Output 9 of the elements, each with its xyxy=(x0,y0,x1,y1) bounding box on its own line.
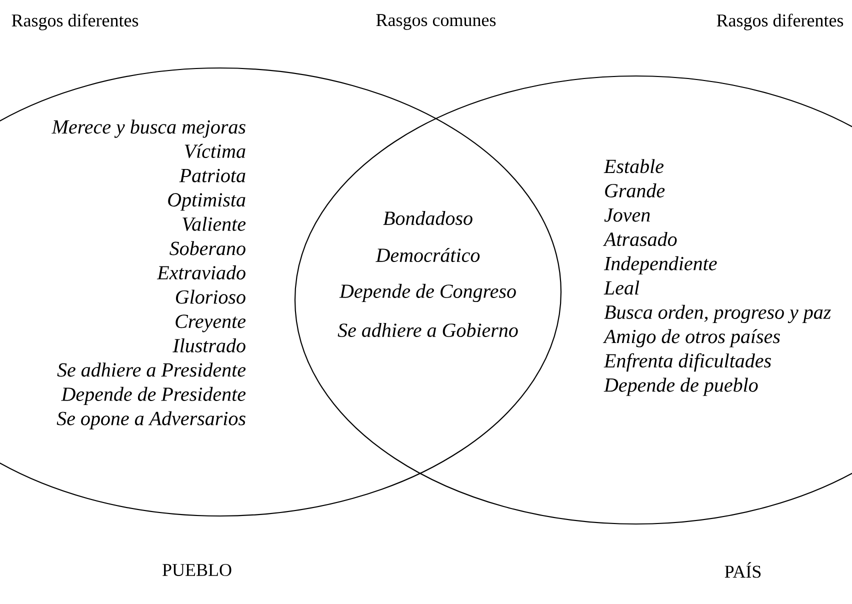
trait-label: Bondadoso xyxy=(383,210,472,226)
column-heading: Rasgos diferentes xyxy=(716,14,844,30)
set-name: PUEBLO xyxy=(162,564,232,576)
set-name: PAÍS xyxy=(724,562,761,578)
column-heading: Rasgos comunes xyxy=(376,14,496,30)
trait-label: Se adhiere a Gobierno xyxy=(338,322,518,338)
column-heading: Rasgos diferentes xyxy=(12,14,138,30)
trait-label: Depende de Congreso xyxy=(339,284,516,302)
trait-label: Democrático xyxy=(376,248,480,262)
